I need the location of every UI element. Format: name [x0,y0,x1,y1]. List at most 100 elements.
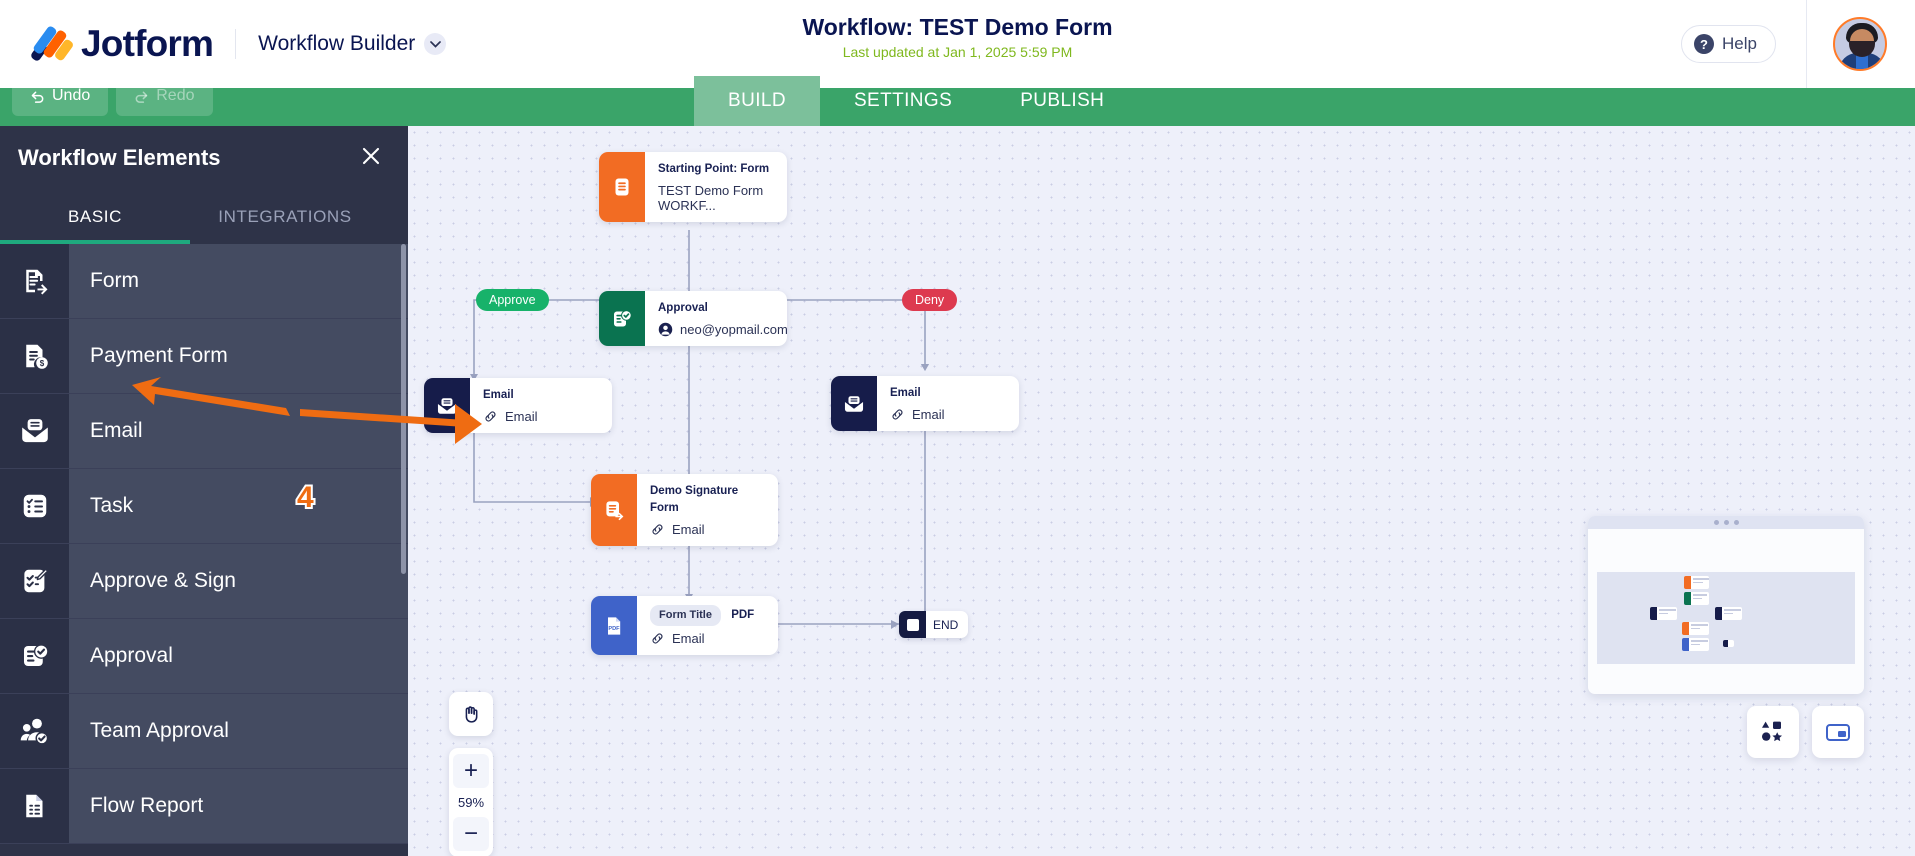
node-title: Email [483,389,514,401]
minimap[interactable] [1588,516,1864,694]
minimap-node [1650,607,1677,620]
svg-text:PDF: PDF [608,626,620,632]
node-subtitle: Email [650,631,754,646]
canvas-tool-buttons [1747,706,1864,758]
email-node-icon [831,376,877,431]
node-subtitle-text: TEST Demo Form WORKF... [658,183,764,213]
sidebar-item-flow-report[interactable]: Flow Report [0,769,408,844]
approval-icon [0,619,69,693]
node-email-deny[interactable]: Email Email [831,376,1019,431]
header-divider [235,29,237,59]
node-title: Demo Signature Form [650,485,739,514]
picture-in-picture-icon [1826,724,1850,741]
node-demo-signature-form[interactable]: Demo Signature Form Email [591,474,778,546]
close-icon[interactable] [360,145,382,172]
help-button-label: Help [1722,34,1757,53]
history-actions: Undo Redo [12,76,213,116]
sidebar-item-label: Approval [90,644,173,667]
link-icon [892,409,903,420]
brand-logo[interactable]: Jotform Workflow Builder [0,23,447,65]
node-title: PDF [731,609,755,621]
sidebar-item-label: Task [90,494,134,517]
node-subtitle-text: Email [672,631,705,646]
builder-toolbar: Undo Redo BUILD SETTINGS PUBLISH [0,76,1915,126]
node-subtitle-text: neo@yopmail.com [680,322,788,337]
hand-pan-icon[interactable] [449,692,493,736]
form-node-icon [599,152,645,222]
node-subtitle: Email [890,407,945,422]
sidebar-item-team-approval[interactable]: Team Approval [0,694,408,769]
zoom-percent: 59% [457,795,485,810]
sidebar-item-payment-form[interactable]: $ Payment Form [0,319,408,394]
node-email-approve[interactable]: Email Email [424,378,612,433]
zoom-controls: + 59% − [449,692,493,856]
svg-text:$: $ [39,359,44,368]
email-icon [0,394,69,468]
avatar[interactable] [1833,17,1887,71]
chevron-down-icon[interactable] [424,33,447,55]
sidebar-item-form[interactable]: Form [0,244,408,319]
undo-label: Undo [52,87,91,104]
shapes-icon [1762,721,1782,742]
node-starting-point[interactable]: Starting Point: Form TEST Demo Form WORK… [599,152,787,222]
badge-approve[interactable]: Approve [476,289,549,311]
sidebar-item-label: Approve & Sign [90,569,236,592]
zoom-out-button[interactable]: − [453,817,489,851]
badge-deny[interactable]: Deny [902,289,958,311]
node-pdf[interactable]: PDF Form Title PDF Email [591,596,778,655]
sidebar-item-approval[interactable]: Approval [0,619,408,694]
workflow-elements-panel: Workflow Elements BASIC INTEGRATIONS For… [0,126,408,856]
task-list-icon [0,469,69,543]
mode-label: Workflow Builder [258,32,416,55]
sidebar-item-approve-sign[interactable]: Approve & Sign [0,544,408,619]
tab-publish[interactable]: PUBLISH [1020,90,1105,111]
tab-integrations[interactable]: INTEGRATIONS [218,207,352,226]
node-title: Approval [658,302,708,314]
shapes-button[interactable] [1747,706,1799,758]
node-content: Approval neo@yopmail.com [645,291,804,346]
node-subtitle: TEST Demo Form WORKF... [658,183,771,213]
tab-settings[interactable]: SETTINGS [853,90,953,111]
node-content: Form Title PDF Email [637,596,770,655]
sidebar-scrollbar[interactable] [401,244,406,574]
tab-basic[interactable]: BASIC [0,190,190,244]
form-icon [0,244,69,318]
minimap-node [1715,607,1742,620]
user-circle-icon [658,322,673,337]
node-subtitle: Email [650,522,762,537]
undo-button[interactable]: Undo [12,76,109,116]
picture-in-picture-button[interactable] [1812,706,1864,758]
node-subtitle-text: Email [672,522,705,537]
tab-build[interactable]: BUILD [694,76,820,126]
app-header: Jotform Workflow Builder Workflow: TEST … [0,0,1915,88]
builder-tabs: BUILD SETTINGS PUBLISH [694,76,1138,126]
flow-report-icon [0,769,69,843]
link-icon [652,633,663,644]
sidebar-item-label: Team Approval [90,719,229,742]
node-end[interactable]: END [899,611,969,638]
help-button[interactable]: ? Help [1681,25,1776,63]
pdf-node-icon: PDF [591,596,637,655]
node-content: Starting Point: Form TEST Demo Form WORK… [645,152,787,222]
link-icon [652,524,663,535]
sidebar-item-label: Form [90,269,139,292]
node-content: Email Email [470,378,554,433]
mode-selector[interactable]: Workflow Builder [258,32,447,56]
node-subtitle: neo@yopmail.com [658,322,788,337]
redo-arrow-icon [135,91,148,103]
panel-tabs: BASIC INTEGRATIONS [0,190,408,244]
node-approval[interactable]: Approval neo@yopmail.com [599,291,788,346]
workflow-canvas[interactable]: Starting Point: Form TEST Demo Form WORK… [408,126,1915,856]
node-subtitle-text: Email [912,407,945,422]
minimap-node [1684,592,1709,605]
sidebar-item-email[interactable]: Email [0,394,408,469]
header-divider-2 [1806,0,1807,88]
zoom-in-button[interactable]: + [453,754,489,788]
node-content: Demo Signature Form Email [637,474,778,546]
node-subtitle-text: Email [505,409,538,424]
link-icon [485,411,496,422]
end-label: END [933,617,959,632]
redo-button[interactable]: Redo [116,76,213,116]
sidebar-item-task[interactable]: Task [0,469,408,544]
